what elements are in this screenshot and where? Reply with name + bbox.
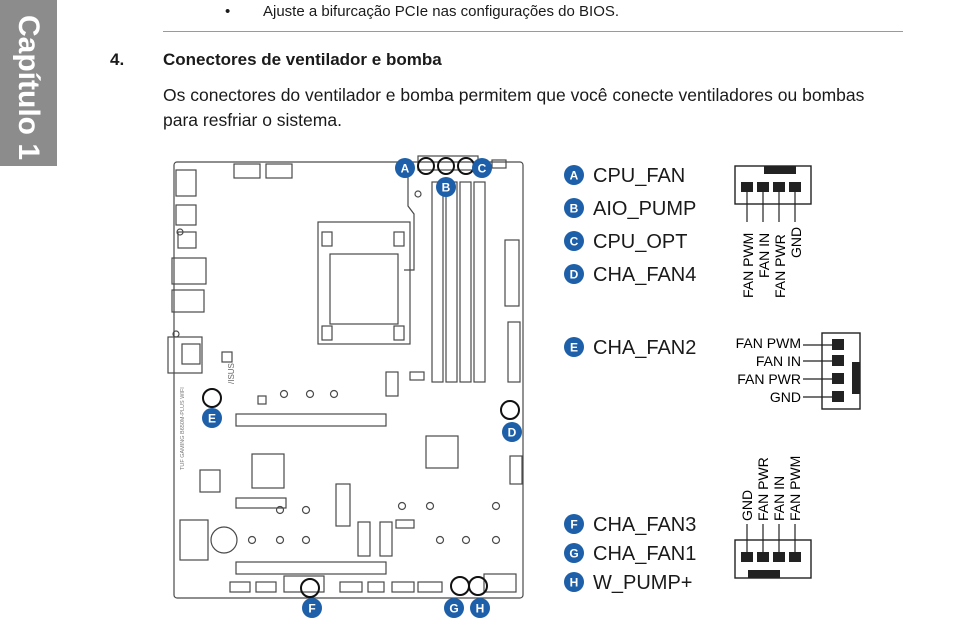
- legend-item-b: B AIO_PUMP: [564, 198, 696, 220]
- legend-name: CPU_FAN: [593, 165, 685, 187]
- pinout-top: FAN PWM FAN IN FAN PWR GND: [734, 165, 812, 298]
- pin-label: FAN PWM: [736, 335, 801, 351]
- pin-label: FAN PWR: [772, 234, 788, 298]
- legend-letter: C: [570, 235, 579, 249]
- motherboard-outline: [167, 155, 524, 599]
- pin-label: FAN PWR: [737, 371, 801, 387]
- legend-letter: H: [570, 576, 579, 590]
- legend-item-d: D CHA_FAN4: [564, 264, 696, 286]
- bullet-text: Ajuste a bifurcação PCIe nas configuraçõ…: [263, 3, 620, 20]
- section-number: 4.: [110, 50, 125, 69]
- legend-item-e: E CHA_FAN2: [564, 337, 696, 359]
- pin-label: FAN IN: [756, 353, 801, 369]
- pin-label: FAN PWM: [787, 456, 803, 521]
- legend-item-h: H W_PUMP+: [564, 572, 692, 594]
- legend-letter: D: [570, 268, 579, 282]
- marker-letter: E: [208, 412, 216, 426]
- legend-item-c: C CPU_OPT: [564, 231, 687, 253]
- marker-letter: D: [508, 426, 517, 440]
- marker-b: B: [436, 177, 456, 197]
- chapter-tab: Capítulo 1: [0, 0, 57, 166]
- pin-label: GND: [770, 389, 801, 405]
- section-title: Conectores de ventilador e bomba: [163, 50, 442, 69]
- legend-letter: B: [570, 202, 579, 216]
- marker-f: F: [302, 598, 322, 618]
- legend-item-g: G CHA_FAN1: [564, 543, 696, 565]
- section-description: Os conectores do ventilador e bomba perm…: [163, 85, 865, 130]
- pin-label: FAN PWM: [740, 233, 756, 298]
- board-markers: A B C D E F G H: [202, 158, 522, 618]
- legend-name: CPU_OPT: [593, 231, 687, 253]
- legend-name: W_PUMP+: [593, 572, 692, 594]
- legend-letter: F: [570, 518, 577, 532]
- legend-item-f: F CHA_FAN3: [564, 514, 696, 536]
- legend-letter: G: [569, 547, 578, 561]
- marker-d: D: [502, 422, 522, 442]
- pin-label: GND: [739, 490, 755, 521]
- pin-label: FAN IN: [756, 233, 772, 278]
- marker-a: A: [395, 158, 415, 178]
- marker-letter: G: [449, 602, 458, 616]
- marker-h: H: [470, 598, 490, 618]
- chapter-tab-label: Capítulo 1: [12, 14, 45, 160]
- board-brand: /ISUS: [227, 363, 236, 384]
- marker-g: G: [444, 598, 464, 618]
- board-model: TUF GAMING B650M-PLUS WIFI: [180, 387, 186, 470]
- highlight-rings: [202, 157, 520, 598]
- legend-letter: A: [570, 169, 579, 183]
- marker-letter: F: [308, 602, 315, 616]
- bullet-dot: •: [225, 3, 231, 20]
- legend-name: CHA_FAN4: [593, 264, 696, 286]
- pin-label: FAN PWR: [755, 457, 771, 521]
- pin-label: FAN IN: [771, 476, 787, 521]
- marker-c: C: [472, 158, 492, 178]
- legend-item-a: A CPU_FAN: [564, 165, 685, 187]
- legend-name: AIO_PUMP: [593, 198, 696, 220]
- divider: [163, 31, 903, 32]
- marker-e: E: [202, 408, 222, 428]
- legend-name: CHA_FAN3: [593, 514, 696, 536]
- marker-letter: B: [442, 181, 451, 195]
- marker-letter: C: [478, 162, 487, 176]
- marker-letter: A: [401, 162, 410, 176]
- legend-name: CHA_FAN2: [593, 337, 696, 359]
- pinout-middle: FAN PWM FAN IN FAN PWR GND: [736, 332, 861, 410]
- legend-name: CHA_FAN1: [593, 543, 696, 565]
- legend-letter: E: [570, 341, 578, 355]
- pinout-bottom: GND FAN PWR FAN IN FAN PWM: [734, 456, 812, 579]
- marker-letter: H: [476, 602, 485, 616]
- pin-label: GND: [788, 227, 804, 258]
